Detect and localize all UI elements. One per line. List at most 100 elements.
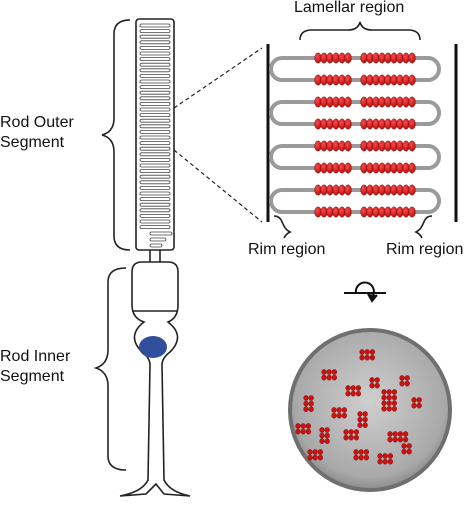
outer-segment-disc bbox=[139, 74, 171, 78]
outer-segment-disc bbox=[139, 79, 171, 84]
rhodopsin-molecule bbox=[416, 402, 422, 409]
rhodopsin-molecule bbox=[374, 377, 380, 383]
rhodopsin-molecule bbox=[386, 400, 392, 407]
rhodopsin-molecule bbox=[326, 140, 334, 152]
rhodopsin-molecule bbox=[396, 118, 404, 130]
rhodopsin-molecule bbox=[350, 385, 356, 391]
rhodopsin-molecule bbox=[326, 96, 334, 108]
rhodopsin-molecule bbox=[387, 436, 393, 443]
rhodopsin-molecule bbox=[401, 443, 407, 449]
lamellar-brace bbox=[299, 21, 421, 41]
rhodopsin-molecule bbox=[369, 349, 376, 355]
rhodopsin-row bbox=[314, 206, 416, 218]
rhodopsin-molecule bbox=[408, 118, 416, 130]
rhodopsin-molecule bbox=[344, 184, 352, 196]
outer-segment-discs bbox=[139, 23, 173, 248]
rhodopsin-molecule bbox=[320, 162, 328, 174]
rhodopsin-molecule bbox=[397, 436, 404, 443]
rhodopsin-molecule bbox=[303, 400, 309, 407]
rhodopsin-molecule bbox=[319, 432, 325, 439]
rhodopsin-molecule bbox=[396, 206, 404, 218]
rhodopsin-molecule bbox=[314, 184, 322, 196]
rhodopsin-molecule bbox=[355, 385, 362, 391]
nucleus bbox=[139, 336, 167, 358]
rhodopsin-molecule bbox=[408, 184, 416, 196]
rhodopsin-molecule bbox=[402, 162, 410, 174]
rhodopsin-molecule bbox=[326, 184, 334, 196]
rhodopsin-molecule bbox=[372, 206, 380, 218]
rhodopsin-molecule bbox=[317, 449, 324, 455]
rhodopsin-molecule bbox=[406, 443, 412, 449]
rhodopsin-molecule bbox=[378, 52, 386, 64]
rhodopsin-molecule bbox=[331, 374, 338, 381]
rhodopsin-molecule bbox=[321, 369, 327, 375]
rhodopsin-molecule bbox=[308, 406, 314, 413]
disc-membrane bbox=[269, 144, 441, 170]
rhodopsin-molecule bbox=[390, 118, 398, 130]
outer-segment-disc bbox=[139, 124, 171, 129]
outer-segment-disc bbox=[139, 40, 171, 45]
rhodopsin-molecule bbox=[359, 349, 365, 355]
rhodopsin-molecule bbox=[377, 453, 383, 459]
outer-segment-disc bbox=[139, 174, 171, 179]
inner-segment-body bbox=[119, 261, 191, 497]
outer-segment-disc bbox=[139, 191, 171, 196]
rhodopsin-molecule bbox=[312, 449, 318, 455]
rhodopsin-molecule bbox=[372, 96, 380, 108]
rhodopsin-molecule bbox=[314, 52, 322, 64]
rhodopsin-molecule bbox=[348, 434, 354, 441]
rhodopsin-molecule bbox=[338, 206, 346, 218]
rhodopsin-molecule bbox=[308, 395, 314, 401]
rhodopsin-molecule bbox=[343, 429, 349, 435]
rhodopsin-molecule bbox=[362, 411, 368, 417]
rhodopsin-molecule bbox=[332, 140, 340, 152]
rhodopsin-molecule bbox=[366, 140, 374, 152]
rhodopsin-molecule bbox=[344, 52, 352, 64]
rhodopsin-cluster bbox=[331, 407, 348, 419]
rhodopsin-cluster bbox=[319, 427, 330, 445]
rhodopsin-molecule bbox=[314, 140, 322, 152]
rhodopsin-molecule bbox=[360, 184, 368, 196]
outer-segment-disc bbox=[139, 146, 171, 151]
rhodopsin-molecule bbox=[404, 375, 410, 381]
rhodopsin-molecule bbox=[372, 118, 380, 130]
rhodopsin-molecule bbox=[338, 74, 346, 86]
rhodopsin-molecule bbox=[408, 74, 416, 86]
rhodopsin-molecule bbox=[319, 438, 325, 445]
rhodopsin-molecule bbox=[360, 162, 368, 174]
rhodopsin-molecule bbox=[382, 458, 388, 465]
rhodopsin-cluster bbox=[357, 411, 368, 429]
rhodopsin-molecule bbox=[391, 405, 398, 412]
rhodopsin-molecule bbox=[360, 206, 368, 218]
rhodopsin-molecule bbox=[391, 389, 398, 395]
rhodopsin-molecule bbox=[391, 400, 398, 407]
rhodopsin-molecule bbox=[378, 118, 386, 130]
rhodopsin-molecule bbox=[384, 162, 392, 174]
rhodopsin-molecule bbox=[382, 453, 388, 459]
rhodopsin-molecule bbox=[381, 394, 387, 401]
rhodopsin-molecule bbox=[320, 140, 328, 152]
rhodopsin-row bbox=[314, 52, 416, 64]
rhodopsin-molecule bbox=[300, 428, 306, 435]
disc-membrane bbox=[269, 56, 441, 82]
rhodopsin-molecule bbox=[303, 395, 309, 401]
rhodopsin-cluster bbox=[343, 429, 360, 441]
rhodopsin-molecule bbox=[366, 52, 374, 64]
rhodopsin-molecule bbox=[320, 184, 328, 196]
rhodopsin-molecule bbox=[344, 96, 352, 108]
rhodopsin-molecule bbox=[384, 118, 392, 130]
rhodopsin-cluster bbox=[359, 349, 376, 361]
magnified-disc-stack bbox=[269, 52, 441, 218]
rhodopsin-molecule bbox=[384, 96, 392, 108]
rhodopsin-molecule bbox=[387, 458, 394, 465]
rhodopsin-molecule bbox=[314, 118, 322, 130]
rhodopsin-molecule bbox=[372, 140, 380, 152]
rhodopsin-molecule bbox=[374, 382, 380, 389]
rhodopsin-molecule bbox=[402, 206, 410, 218]
rhodopsin-molecule bbox=[401, 448, 407, 455]
rhodopsin-molecule bbox=[408, 206, 416, 218]
rhodopsin-molecule bbox=[372, 162, 380, 174]
rhodopsin-molecule bbox=[336, 407, 342, 413]
rhodopsin-cluster bbox=[345, 385, 362, 397]
rhodopsin-molecule bbox=[378, 140, 386, 152]
